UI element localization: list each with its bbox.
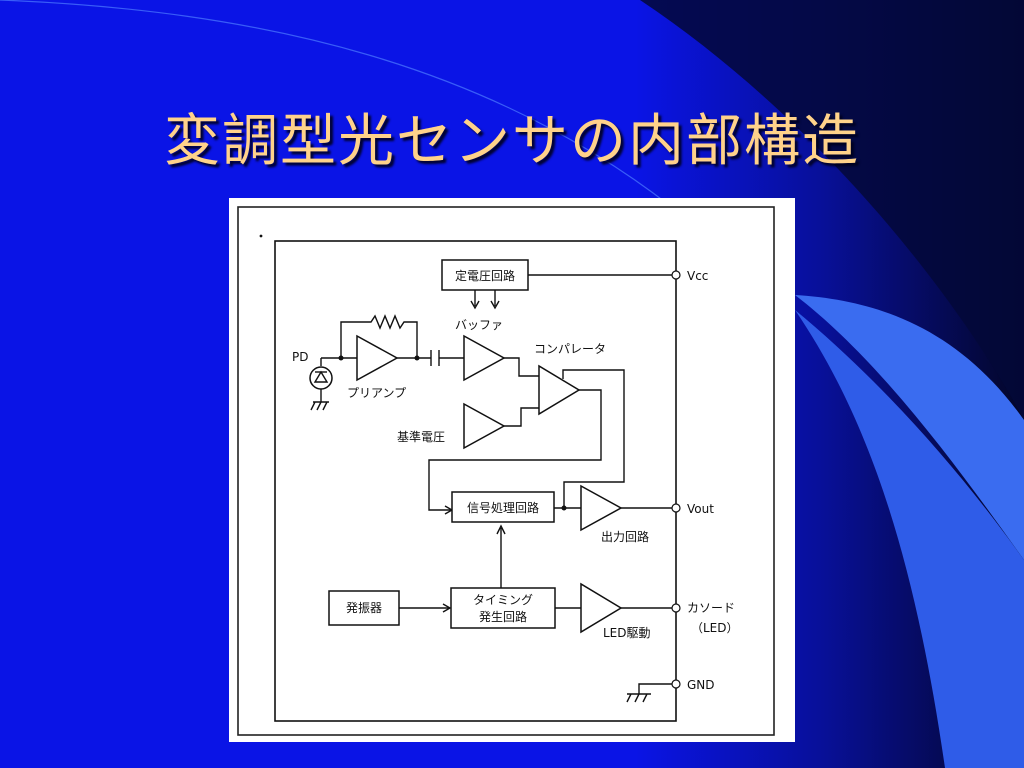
output-amp-triangle [580, 484, 623, 532]
cathode-sub-label: （LED） [691, 621, 739, 635]
node-dot-signal-out [561, 505, 567, 511]
timing-label-2: 発生回路 [479, 609, 527, 624]
gnd-ground-icon [626, 683, 676, 703]
ic-boundary [274, 240, 677, 722]
led-drive-label: LED駆動 [603, 626, 651, 640]
oscillator-arrow-head [442, 603, 452, 613]
block-diagram-figure: 定電圧回路 バッファ PD プリアンプ コンパレータ [229, 198, 795, 742]
pd-label: PD [292, 350, 308, 364]
output-circuit-label: 出力回路 [601, 529, 649, 544]
slide-title: 変調型光センサの内部構造 [164, 109, 860, 174]
feedback-resistor [340, 314, 418, 358]
cathode-terminal [671, 603, 681, 613]
timing-label-1: タイミング [473, 593, 533, 607]
gnd-terminal [671, 679, 681, 689]
buffer-label: バッファ [455, 318, 503, 332]
comparator-triangle [538, 364, 581, 416]
vcc-label: Vcc [687, 269, 708, 283]
signal-processing-block: 信号処理回路 [451, 491, 555, 523]
block-diagram: 定電圧回路 バッファ PD プリアンプ コンパレータ [237, 206, 775, 736]
oscillator-label: 発振器 [346, 601, 382, 615]
coupling-capacitor [430, 350, 440, 366]
gnd-label: GND [687, 678, 715, 692]
scan-speck [259, 234, 263, 238]
comparator-out-wire [428, 389, 602, 511]
comparator-feedback-wire [562, 369, 625, 508]
buffer-out-wire [504, 357, 539, 377]
reference-triangle [463, 402, 506, 450]
regulator-arrow-1-head [470, 300, 480, 310]
preamp-triangle [356, 334, 399, 382]
reference-out-wire [504, 407, 539, 427]
timing-arrow-head [496, 524, 506, 535]
regulator-arrow-2-head [490, 300, 500, 310]
timing-block: タイミング 発生回路 [450, 587, 556, 629]
photodiode-icon [309, 366, 333, 390]
vcc-terminal [671, 270, 681, 280]
pd-ground-icon [310, 389, 329, 411]
figure-border [237, 206, 775, 736]
photodiode-symbol [313, 370, 329, 383]
reference-label: 基準電圧 [397, 429, 445, 444]
vout-terminal [671, 503, 681, 513]
vout-label: Vout [687, 502, 714, 516]
node-dot-preamp-in [338, 355, 344, 361]
preamp-label: プリアンプ [347, 386, 406, 400]
oscillator-block: 発振器 [328, 590, 400, 626]
comparator-label: コンパレータ [534, 342, 606, 356]
buffer-triangle [463, 334, 506, 382]
node-dot-preamp-out [414, 355, 420, 361]
led-driver-triangle [580, 582, 623, 634]
cathode-label: カソード [687, 601, 735, 615]
regulator-label: 定電圧回路 [455, 268, 515, 283]
regulator-block: 定電圧回路 [441, 259, 529, 291]
signal-proc-label: 信号処理回路 [467, 500, 539, 515]
